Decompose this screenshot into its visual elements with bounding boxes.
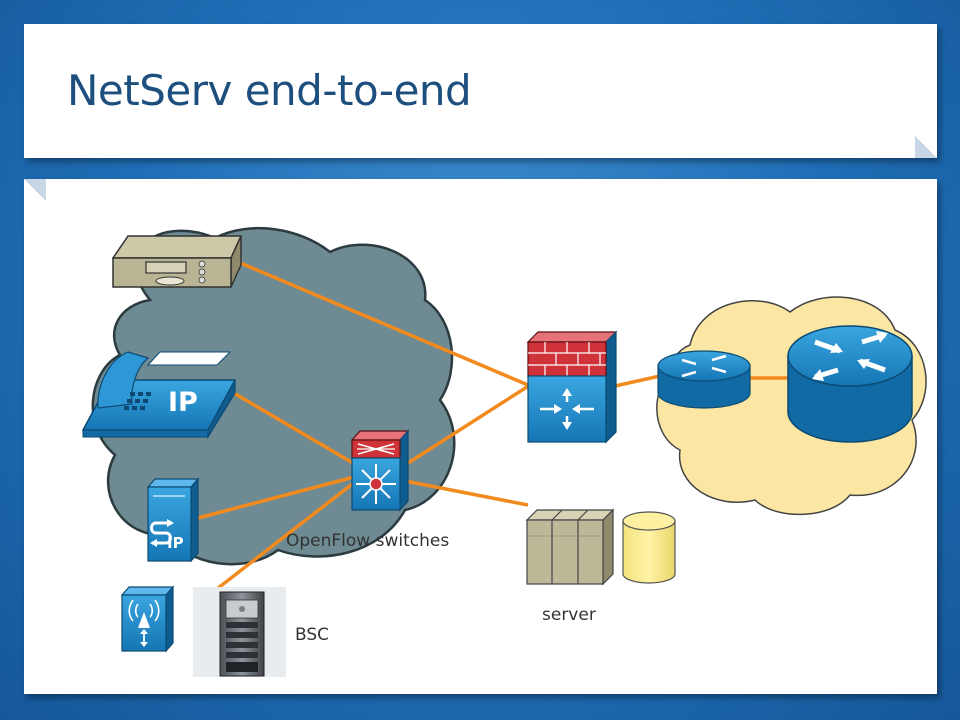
links [197,260,790,594]
link-firewall-router [614,374,661,388]
server-icon[interactable] [525,508,615,586]
link-gateway-firewall [237,260,529,387]
bsc-cabinet-icon[interactable] [193,587,286,677]
wireless-base-station-icon[interactable] [120,585,175,653]
title-panel-fold [915,136,937,158]
sip-proxy-badge: IP [167,534,184,552]
openflow-switch-icon[interactable] [350,429,410,512]
ip-phone-icon[interactable]: IP [81,351,237,440]
router-icon[interactable] [657,350,751,409]
link-switch-firewall [404,383,531,467]
openflow-switches-label: OpenFlow switches [286,531,449,551]
ip-phone-badge: IP [168,387,198,418]
title-panel [24,24,937,158]
link-phone-switch [231,390,359,468]
firewall-router-icon[interactable] [526,330,618,444]
link-sip-switch [197,474,359,520]
slide-title: NetServ end-to-end [67,66,472,115]
server-label: server [542,605,596,625]
media-gateway-icon[interactable] [111,235,243,288]
database-icon[interactable] [622,511,676,584]
core-router-icon[interactable] [787,325,913,443]
link-bsc-switch [211,476,362,594]
link-switch-server [404,479,529,507]
content-panel-fold [24,179,46,201]
bsc-label: BSC [295,625,329,645]
sip-proxy-icon[interactable]: IP [146,477,200,563]
